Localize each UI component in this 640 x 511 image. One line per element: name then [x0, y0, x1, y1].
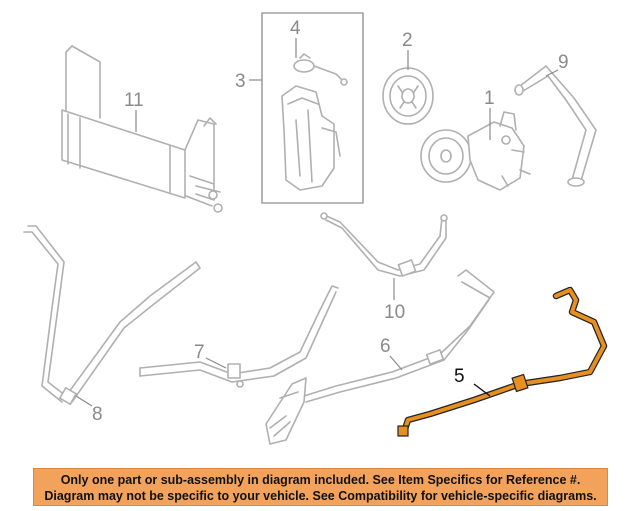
callout-8: 8: [92, 404, 103, 425]
part-8-line[interactable]: [23, 225, 201, 405]
part-3-reservoir[interactable]: [261, 12, 364, 204]
leader-9: [545, 69, 559, 77]
leader-8: [75, 395, 93, 407]
callout-2: 2: [402, 30, 413, 51]
callout-1: 1: [484, 88, 495, 109]
part-6-hose[interactable]: [265, 269, 495, 445]
leader-7: [205, 357, 227, 369]
notice-line-1: Only one part or sub-assembly in diagram…: [60, 473, 581, 487]
callout-3: 3: [235, 71, 246, 92]
callout-6: 6: [380, 336, 391, 357]
part-9-hose[interactable]: [514, 65, 597, 187]
part-4-cap[interactable]: [293, 53, 348, 86]
compatibility-notice: Only one part or sub-assembly in diagram…: [33, 468, 608, 506]
leader-6: [389, 355, 403, 371]
callout-10: 10: [384, 302, 405, 323]
part-10-hose[interactable]: [320, 212, 448, 277]
notice-line-2: Diagram may not be specific to your vehi…: [44, 489, 597, 503]
part-5-hose[interactable]: [397, 286, 608, 437]
part-2-pulley[interactable]: [382, 67, 434, 125]
callout-4: 4: [290, 18, 301, 39]
callout-9: 9: [558, 52, 569, 73]
callout-7: 7: [194, 342, 205, 363]
part-1-pump[interactable]: [420, 111, 531, 191]
callout-5: 5: [454, 366, 465, 387]
callout-11: 11: [124, 90, 144, 111]
part-11-cooler[interactable]: [61, 45, 223, 213]
leader-5: [473, 383, 491, 397]
part-7-line[interactable]: [139, 285, 339, 388]
parts-diagram: 1 2 3 4 5 6 7 8 9 10 11: [23, 12, 608, 445]
